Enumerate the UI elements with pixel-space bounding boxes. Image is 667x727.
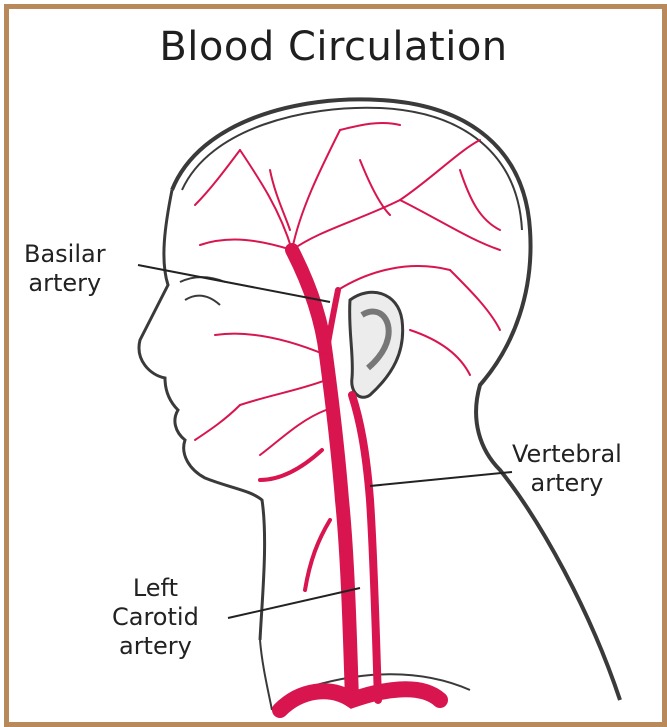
carotid-leader	[228, 588, 360, 618]
carotid-label-line2: Carotid	[112, 603, 199, 632]
eye	[185, 296, 220, 305]
vertebral-artery-label: Vertebral artery	[512, 440, 622, 498]
shoulder-left	[260, 640, 272, 710]
vertebral-label-line2: artery	[512, 469, 622, 498]
carotid-artery-label: Left Carotid artery	[112, 574, 199, 661]
carotid-artery	[292, 250, 352, 700]
vertebral-label-line1: Vertebral	[512, 440, 622, 469]
basilar-artery	[326, 290, 338, 355]
capillary-network	[195, 123, 500, 455]
carotid-label-line3: artery	[112, 632, 199, 661]
basilar-label-line2: artery	[24, 269, 106, 298]
face-profile	[139, 190, 265, 640]
head-outline	[172, 99, 620, 700]
vertebral-leader	[370, 472, 512, 486]
aortic-arch	[280, 689, 440, 710]
neck-branch-1	[305, 520, 330, 590]
neck-branch-2	[260, 450, 322, 480]
basilar-artery-label: Basilar artery	[24, 240, 106, 298]
basilar-label-line1: Basilar	[24, 240, 106, 269]
carotid-label-line1: Left	[112, 574, 199, 603]
ear-icon	[350, 292, 403, 397]
